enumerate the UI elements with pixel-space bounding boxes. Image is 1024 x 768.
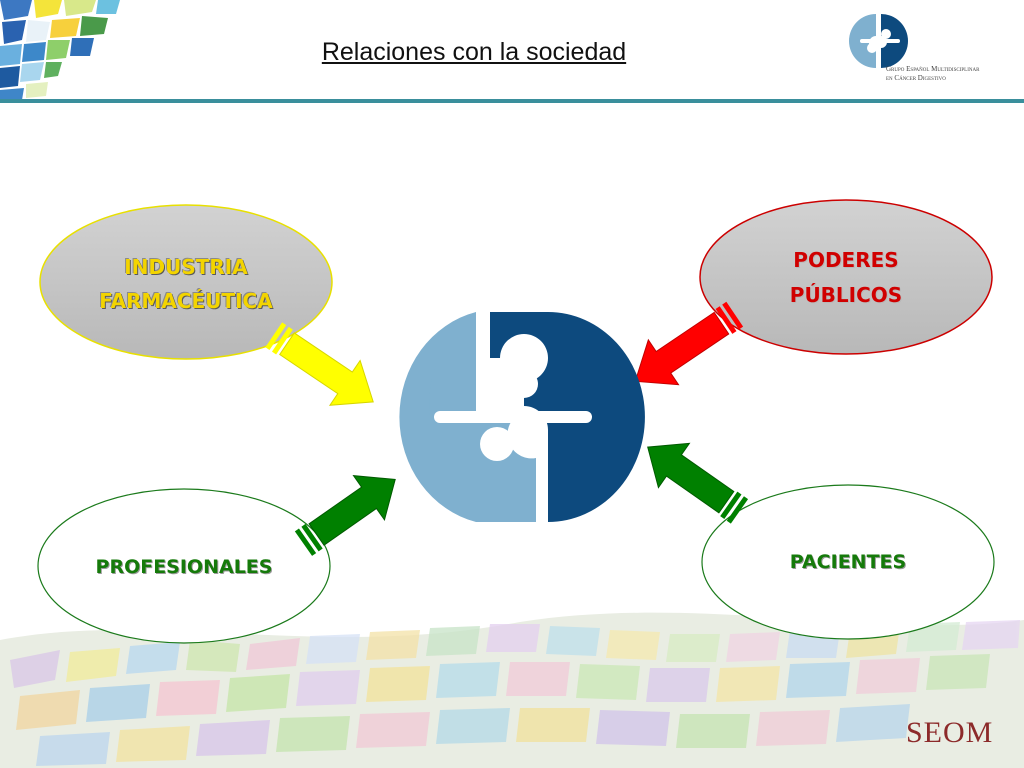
poderes-label-line: PODERES xyxy=(793,248,899,272)
header-rule xyxy=(0,99,1024,103)
mosaic-corner-decoration xyxy=(0,0,120,100)
industria-label: INDUSTRIA FARMACÉUTICA xyxy=(40,250,332,318)
profesionales-ellipse xyxy=(37,488,331,644)
slide-title: Relaciones con la sociedad xyxy=(321,38,627,66)
industria-arrow xyxy=(265,322,374,406)
profesionales-arrow xyxy=(294,475,396,556)
seom-footer-logo: SEOM xyxy=(906,716,994,749)
profesionales-label: PROFESIONALES xyxy=(38,553,330,581)
profesionales-label-line: PROFESIONALES xyxy=(95,556,273,578)
brand-name: Grupo Español Multidisciplinar en Cáncer… xyxy=(886,65,1016,83)
industria-label-line: FARMACÉUTICA xyxy=(99,289,273,313)
industria-label-line: INDUSTRIA xyxy=(124,255,248,279)
pacientes-label-line: PACIENTES xyxy=(789,551,907,573)
poderes-label: PODERES PÚBLICOS xyxy=(700,243,992,313)
poderes-label-line: PÚBLICOS xyxy=(789,283,903,307)
mosaic-bottom-decoration xyxy=(0,612,1024,768)
center-logo-icon xyxy=(399,312,645,522)
industria-ellipse xyxy=(39,204,333,360)
poderes-arrow xyxy=(634,301,744,386)
poderes-ellipse xyxy=(699,199,993,355)
pacientes-label: PACIENTES xyxy=(702,548,994,576)
brand-line: Grupo Español Multidisciplinar xyxy=(886,65,980,73)
pacientes-arrow xyxy=(647,442,749,524)
brand-line: en Cáncer Digestivo xyxy=(886,74,946,82)
pacientes-ellipse xyxy=(701,484,995,640)
brand-logo-icon xyxy=(849,14,908,68)
